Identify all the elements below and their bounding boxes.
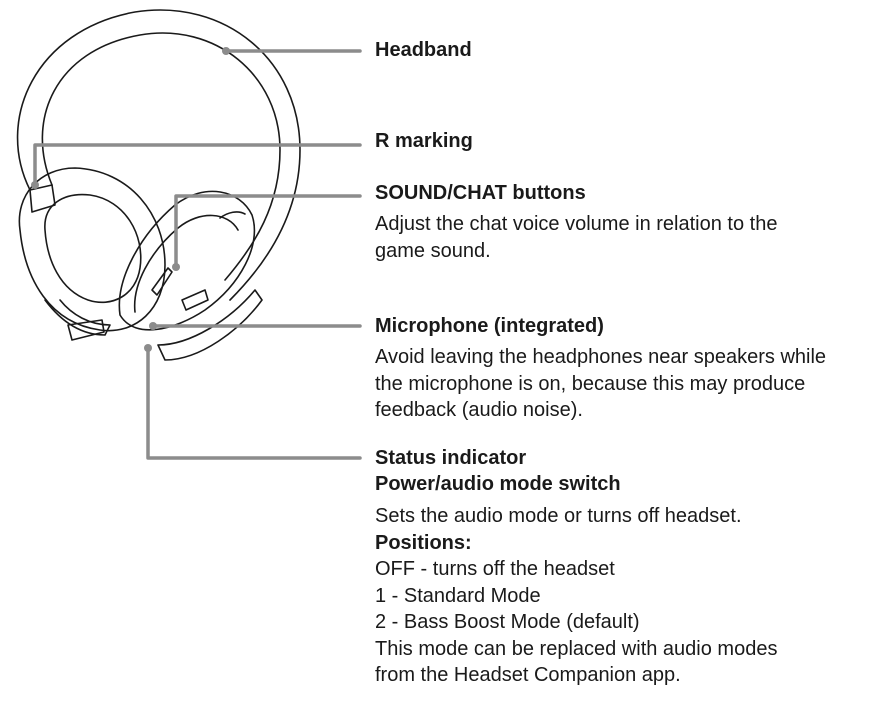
r-marking-title: R marking (375, 130, 473, 152)
left-slider (29, 184, 56, 213)
leader-r-marking (33, 143, 362, 187)
left-earcup-outer (18, 167, 166, 332)
right-band-lower (157, 289, 263, 361)
leader-headband-dot (222, 47, 230, 55)
leader-r-marking-dot (31, 181, 39, 189)
power-switch-desc-line: Sets the audio mode or turns off headset… (375, 505, 742, 527)
left-earpad-inner (44, 193, 142, 304)
sound-chat-desc-line: Adjust the chat voice volume in relation… (375, 213, 778, 235)
headband (16, 9, 301, 301)
sound-chat-button-shape (151, 267, 173, 296)
leader-status (146, 346, 362, 460)
positions-label: Positions: (375, 531, 472, 554)
sound-chat-description: Adjust the chat voice volume in relation… (375, 211, 777, 264)
microphone-title: Microphone (integrated) (375, 315, 604, 337)
leader-sound-chat-dot (172, 263, 180, 271)
headband-title: Headband (375, 39, 472, 61)
right-vent (219, 211, 246, 219)
position-off: OFF - turns off the headset (375, 558, 615, 580)
replace-note-line: from the Headset Companion app. (375, 664, 681, 686)
status-indicator-title: Status indicator (375, 447, 527, 469)
microphone-desc-line: the microphone is on, because this may p… (375, 372, 806, 395)
left-foot (67, 319, 105, 341)
power-switch-description: Sets the audio mode or turns off headset… (375, 503, 777, 689)
microphone-description: Avoid leaving the headphones near speake… (375, 344, 826, 424)
sound-chat-title: SOUND/CHAT buttons (375, 182, 586, 204)
leader-sound-chat (174, 194, 362, 269)
replace-note-line: This mode can be replaced with audio mod… (375, 637, 778, 660)
left-slider-bottom (44, 299, 111, 336)
microphone-desc-line: feedback (audio noise). (375, 399, 583, 421)
microphone-desc-line: Avoid leaving the headphones near speake… (375, 346, 827, 368)
position-1: 1 - Standard Mode (375, 584, 541, 607)
headband-inner (41, 32, 281, 281)
leader-status-dot (144, 344, 152, 352)
right-earcup-face (133, 214, 239, 313)
power-switch-title: Power/audio mode switch (375, 473, 621, 495)
right-earcup (118, 190, 256, 331)
side-switch (181, 289, 209, 311)
position-2: 2 - Bass Boost Mode (default) (375, 611, 640, 633)
sound-chat-desc-line: game sound. (375, 239, 491, 262)
leader-microphone-dot (149, 322, 157, 330)
